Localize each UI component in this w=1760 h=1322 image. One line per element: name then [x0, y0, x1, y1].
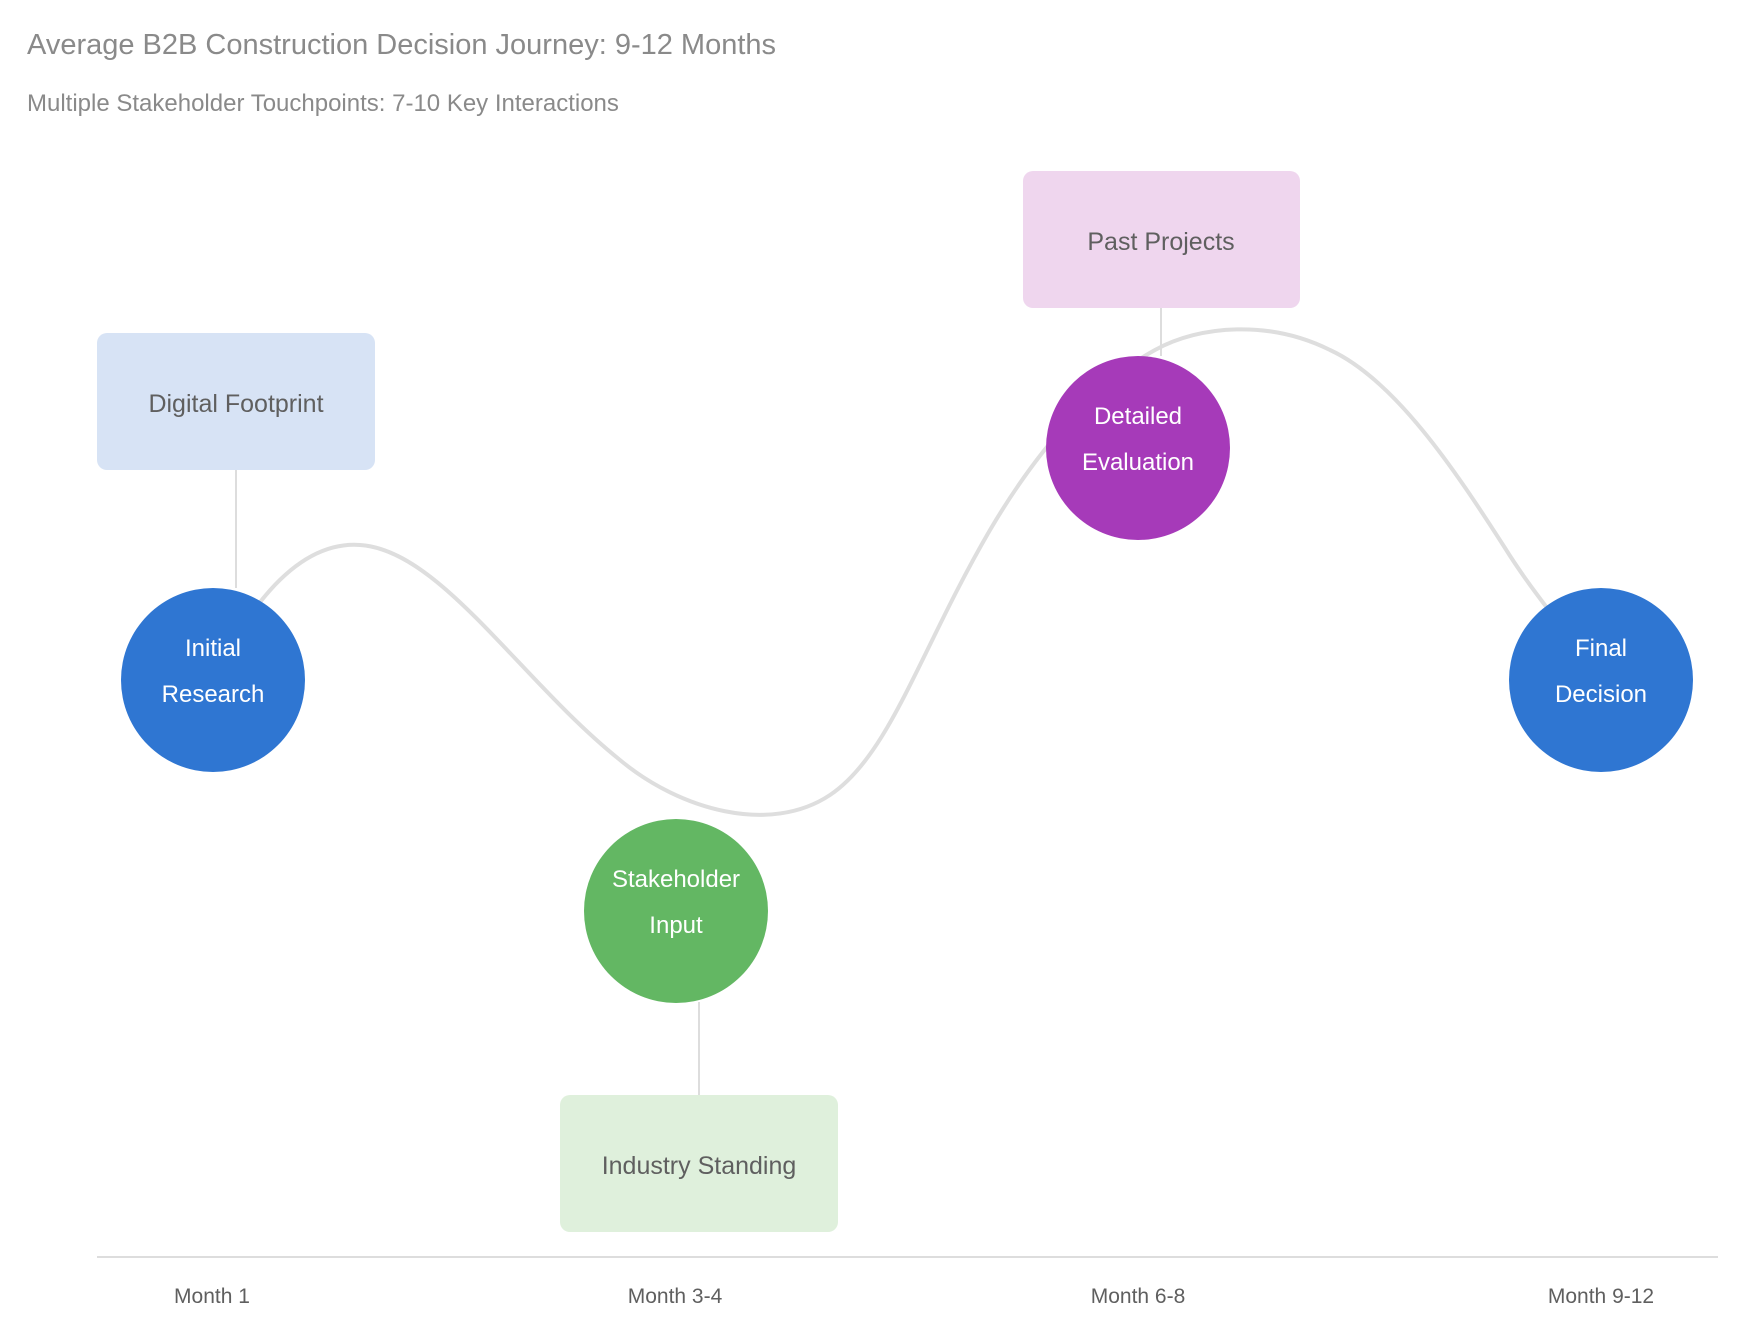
page-title: Average B2B Construction Decision Journe…: [27, 29, 776, 61]
stage-circle: [1509, 588, 1693, 772]
stage-label-line1: Detailed: [1094, 403, 1182, 430]
stage-detailed-evaluation: Detailed Evaluation: [1046, 356, 1230, 540]
stage-circle: [121, 588, 305, 772]
journey-path: [210, 327, 1562, 817]
timeline-label-month-9-12: Month 9-12: [1548, 1285, 1654, 1308]
touchpoint-past-projects: Past Projects: [1023, 171, 1300, 308]
stage-circle: [1046, 356, 1230, 540]
touchpoint-industry-standing: Industry Standing: [560, 1095, 838, 1232]
stage-label-line1: Initial: [185, 635, 241, 662]
touchpoint-label: Past Projects: [1087, 228, 1234, 256]
stage-stakeholder-input: Stakeholder Input: [584, 819, 768, 1003]
stage-label-line2: Research: [162, 681, 265, 708]
touchpoint-box: [1023, 171, 1300, 308]
stage-label-line2: Input: [649, 912, 703, 939]
touchpoint-digital-footprint: Digital Footprint: [97, 333, 375, 470]
page-subtitle: Multiple Stakeholder Touchpoints: 7-10 K…: [27, 90, 619, 117]
stage-label-line2: Evaluation: [1082, 449, 1194, 476]
stage-final-decision: Final Decision: [1509, 588, 1693, 772]
touchpoint-box: [560, 1095, 838, 1232]
stage-label-line1: Final: [1575, 635, 1627, 662]
touchpoint-label: Industry Standing: [602, 1152, 797, 1180]
timeline-label-month-1: Month 1: [174, 1285, 250, 1308]
timeline-label-month-3-4: Month 3-4: [628, 1285, 723, 1308]
touchpoint-box: [97, 333, 375, 470]
stage-circle: [584, 819, 768, 1003]
stage-label-line2: Decision: [1555, 681, 1647, 708]
timeline-label-month-6-8: Month 6-8: [1091, 1285, 1186, 1308]
touchpoint-label: Digital Footprint: [148, 390, 323, 418]
stage-initial-research: Initial Research: [121, 588, 305, 772]
stage-label-line1: Stakeholder: [612, 866, 740, 893]
